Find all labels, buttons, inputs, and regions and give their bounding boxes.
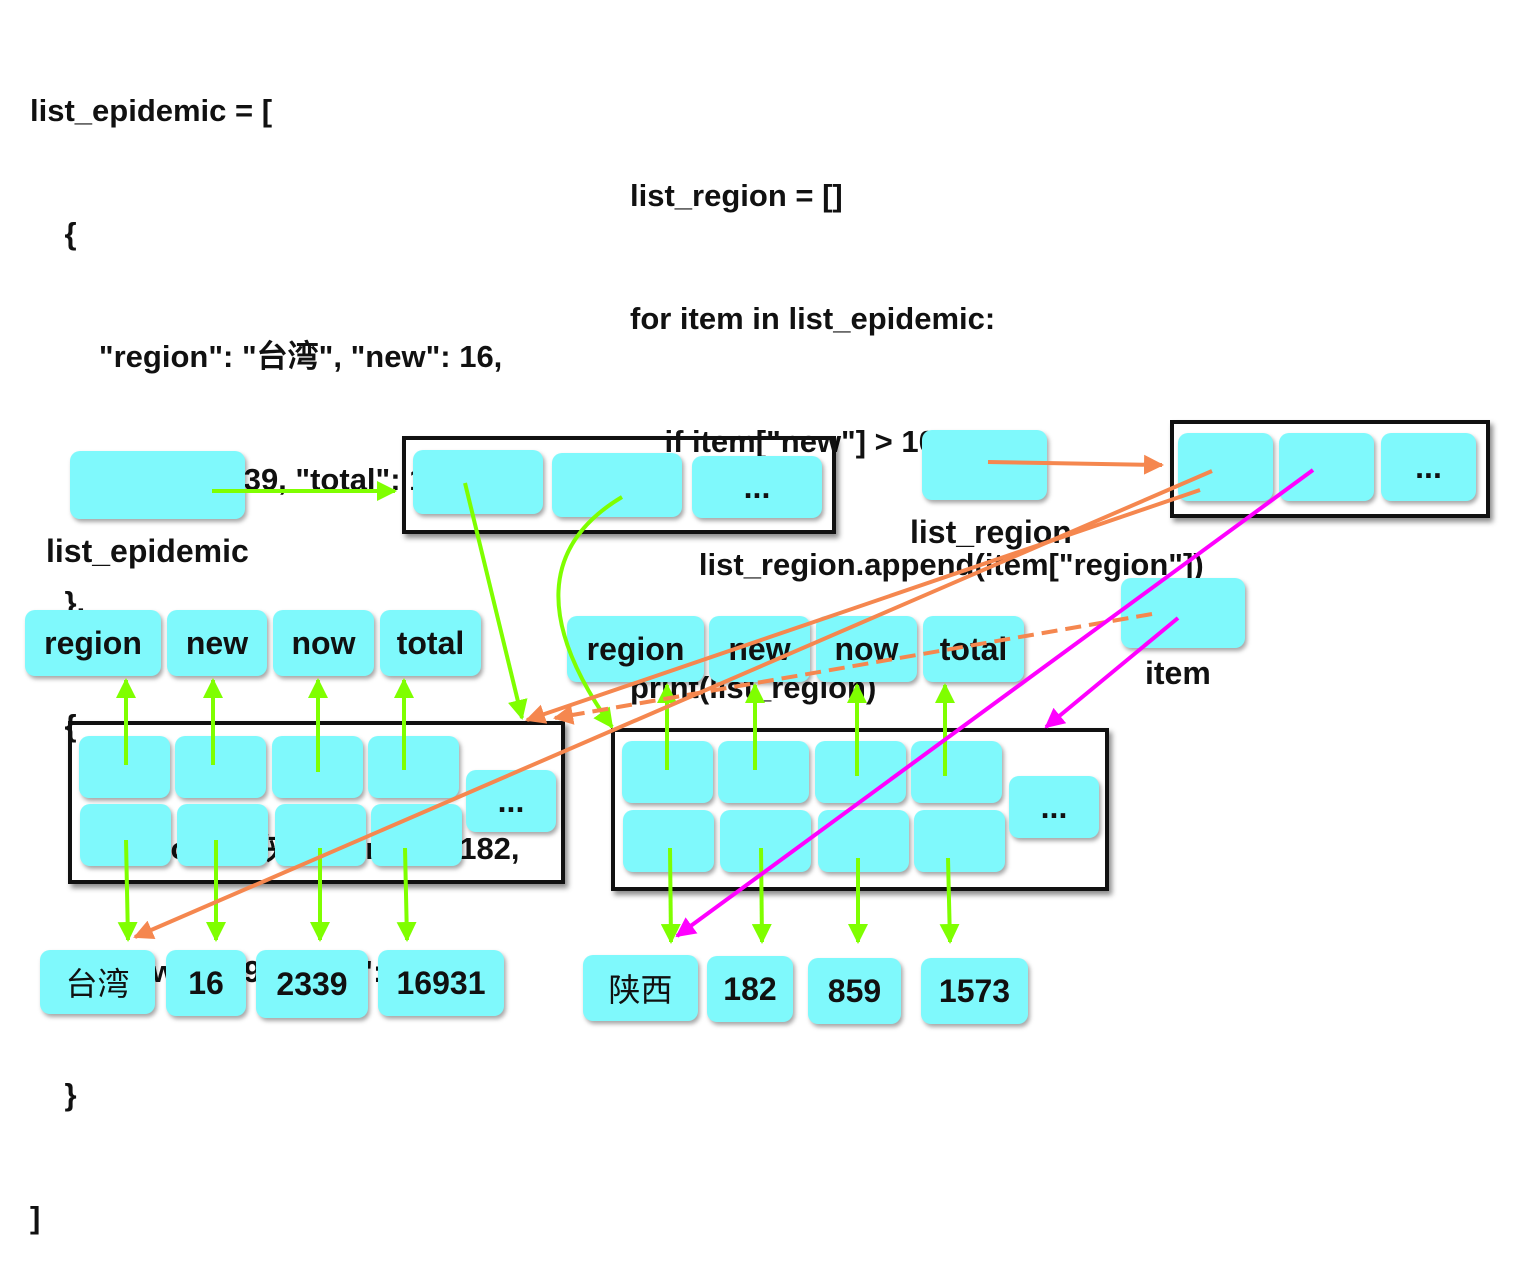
code-line: for item in list_epidemic: <box>630 301 996 336</box>
dict2-value-cell <box>720 810 811 872</box>
list-epidemic-variable <box>70 451 245 519</box>
arrow-item-to-dict1 <box>553 612 1153 725</box>
arrow-slot1-to-dict1 <box>463 482 528 720</box>
dict1-key-region: region <box>25 610 161 676</box>
dict1-value-now: 2339 <box>256 950 368 1018</box>
code-line: "region": "台湾", "new": 16, <box>30 339 503 374</box>
code-line: list_epidemic = [ <box>30 93 273 128</box>
dict2-value-now: 859 <box>808 958 901 1024</box>
list-region-slot-2 <box>1279 433 1374 501</box>
dict2-slot-more: ... <box>1009 776 1099 838</box>
list-epidemic-container <box>402 436 836 534</box>
dict2-value-cell <box>914 810 1005 872</box>
code-line: } <box>30 1077 77 1112</box>
arrow-dict2-value <box>939 857 960 944</box>
dict2-key-region: region <box>567 616 704 682</box>
list-epidemic-slot-more: ... <box>692 456 822 518</box>
code-line: list_region = [] <box>630 178 843 213</box>
arrow-dict2-value <box>660 847 681 944</box>
dict1-value-total: 16931 <box>378 950 504 1016</box>
code-line: { <box>30 216 77 251</box>
dict1-slot-more: ... <box>466 770 556 832</box>
arrow-slot2-to-dict2 <box>556 495 624 729</box>
arrow-dict1-value <box>396 847 417 942</box>
dict1-value-region: 台湾 <box>40 950 155 1014</box>
list-region-slot-1 <box>1178 433 1273 501</box>
dict1-key-cell <box>368 736 459 798</box>
arrow-dict2-value <box>751 847 772 944</box>
reference-arrows <box>116 454 1315 944</box>
list-region-variable <box>922 430 1047 500</box>
code-line: ] <box>30 1200 41 1235</box>
dict2-value-new: 182 <box>707 956 793 1022</box>
dict2-key-cell <box>815 741 906 803</box>
arrow-item-to-dict2 <box>1044 616 1180 729</box>
item-label: item <box>1145 655 1211 691</box>
dict2-value-total: 1573 <box>921 958 1028 1024</box>
arrow-dict1-value <box>117 839 138 942</box>
dict1-key-total: total <box>380 610 481 676</box>
list-epidemic-label: list_epidemic <box>46 533 249 569</box>
list-epidemic-slot-2 <box>552 453 682 517</box>
dict2-key-cell <box>718 741 809 803</box>
dict1-key-now: now <box>273 610 374 676</box>
dict1-key-cell <box>175 736 266 798</box>
arrow-region-slot2-to-value <box>675 468 1315 938</box>
item-variable <box>1121 578 1245 648</box>
dict2-value-region: 陕西 <box>583 955 698 1021</box>
dict1-key-new: new <box>167 610 267 676</box>
list-region-container <box>1170 420 1490 518</box>
dict1-value-new: 16 <box>166 950 246 1016</box>
arrow-list-region-to-list <box>987 454 1164 475</box>
arrow-region-slot1-to-dict1 <box>525 488 1201 724</box>
list-region-slot-more: ... <box>1381 433 1476 501</box>
dict1-value-cell <box>177 804 268 866</box>
list-epidemic-slot-1 <box>413 450 543 514</box>
